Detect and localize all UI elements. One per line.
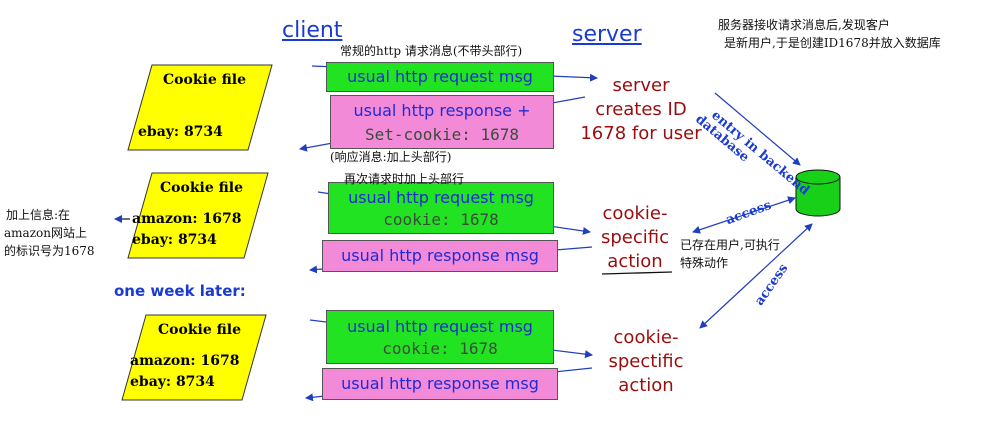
one-week-later-label: one week later: [114,282,246,300]
cookie-file-2-shape [127,172,269,259]
cookie-action-1-line-1: cookie- [602,203,668,224]
cookie-action-2-line-2: spectific [608,351,684,372]
cookie-file-1-title: Cookie file [163,72,247,88]
server-creates-line-1: server [612,75,670,96]
note-server-line-2: 是新用户,于是创建ID1678并放入数据库 [724,36,941,50]
response-msg-3: usual http response msg [322,368,558,400]
server-creates-line-2: creates ID [595,99,687,120]
note-normal-request: 常规的http 请求消息(不带头部行) [340,44,523,58]
cookie-file-2-title: Cookie file [160,180,244,196]
cookie-action-2-line-3: action [618,375,674,396]
request-msg-3-text: usual http request msg [347,317,533,336]
client-header: client [282,18,343,43]
cookie-file-1-shape [127,64,273,151]
request-msg-2-cookie: cookie: 1678 [383,210,499,229]
response-msg-2: usual http response msg [322,240,558,272]
note-existing-user-line-1: 已存在用户,可执行 [680,238,780,252]
set-cookie-line: Set-cookie: 1678 [364,125,520,144]
cookie-file-3-title: Cookie file [158,322,242,338]
request-msg-2-text: usual http request msg [348,188,534,207]
cookie-action-1-line-2: specific [600,227,669,248]
cookie-file-3-line-2: ebay: 8734 [130,374,215,390]
cookie-file-1-line: ebay: 8734 [138,124,223,140]
response-msg-3-text: usual http response msg [341,374,539,393]
note-existing-user-line-2: 特殊动作 [680,256,729,270]
server-creates-line-3: 1678 for user [580,123,702,144]
request-msg-3: usual http request msg cookie: 1678 [326,310,554,364]
note-request-again: 再次请求时加上头部行 [344,172,465,186]
note-client-line-3: 的标识号为1678 [4,244,95,258]
cookie-file-3-line-1: amazon: 1678 [130,353,240,369]
note-server-line-1: 服务器接收请求消息后,发现客户 [718,18,890,32]
response-msg-2-text: usual http response msg [341,246,539,265]
arrow-entry-db [714,92,801,166]
cookie-action-2-line-1: cookie- [613,327,679,348]
arrow-access-2 [699,223,813,329]
note-client-line-1: 加上信息:在 [6,208,71,222]
cookie-action-1-line-3: action [607,251,663,272]
cookie-file-2-line-2: ebay: 8734 [132,232,217,248]
request-msg-2: usual http request msg cookie: 1678 [328,182,554,234]
request-msg-1-text: usual http request msg [347,67,533,86]
cookie-file-2-line-1: amazon: 1678 [132,211,242,227]
action-underline [601,271,673,275]
request-msg-3-cookie: cookie: 1678 [382,339,498,358]
response-msg-1-line-1: usual http response + [353,101,531,120]
note-response-header: (响应消息:加上头部行) [330,150,452,164]
database-icon [795,169,841,217]
cookie-file-3-shape [121,314,267,401]
cookie-specific-action-2: cookie- spectific action [596,326,696,398]
server-header: server [572,22,642,47]
cookie-specific-action-1: cookie- specific action [590,202,680,274]
note-client-line-2: amazon网站上 [4,226,87,240]
request-msg-1: usual http request msg [326,62,554,92]
server-creates-id: server creates ID 1678 for user [566,74,716,146]
response-msg-1: usual http response + Set-cookie: 1678 [330,95,554,149]
